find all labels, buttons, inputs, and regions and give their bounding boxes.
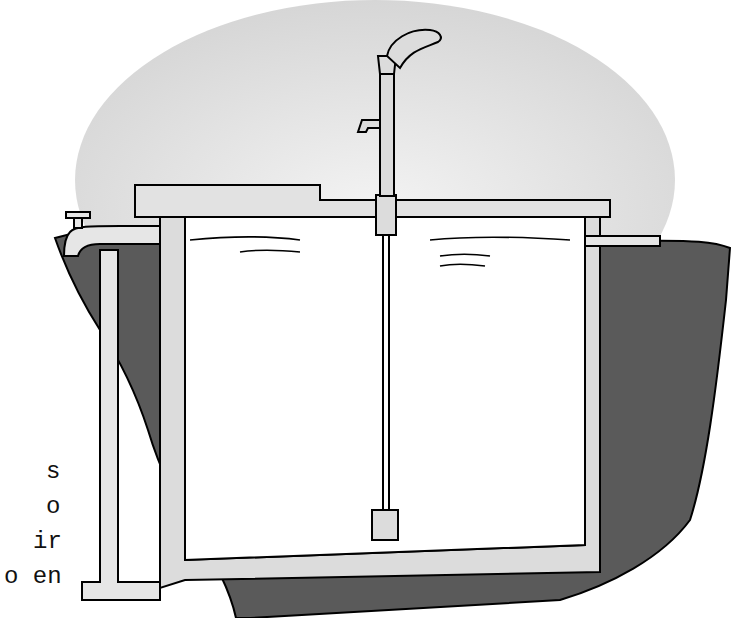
text-fragment: s xyxy=(46,458,60,486)
tank-interior xyxy=(185,215,585,560)
tank-lid xyxy=(135,185,610,217)
text-fragment: o xyxy=(46,493,60,521)
tap-pipe xyxy=(64,212,160,600)
hand-pump xyxy=(358,30,441,540)
text-fragment: ir xyxy=(33,528,62,556)
overflow-pipe xyxy=(585,236,660,246)
text-fragment: o en xyxy=(4,563,62,591)
water-surface xyxy=(190,237,570,266)
tank-wall xyxy=(160,215,600,588)
